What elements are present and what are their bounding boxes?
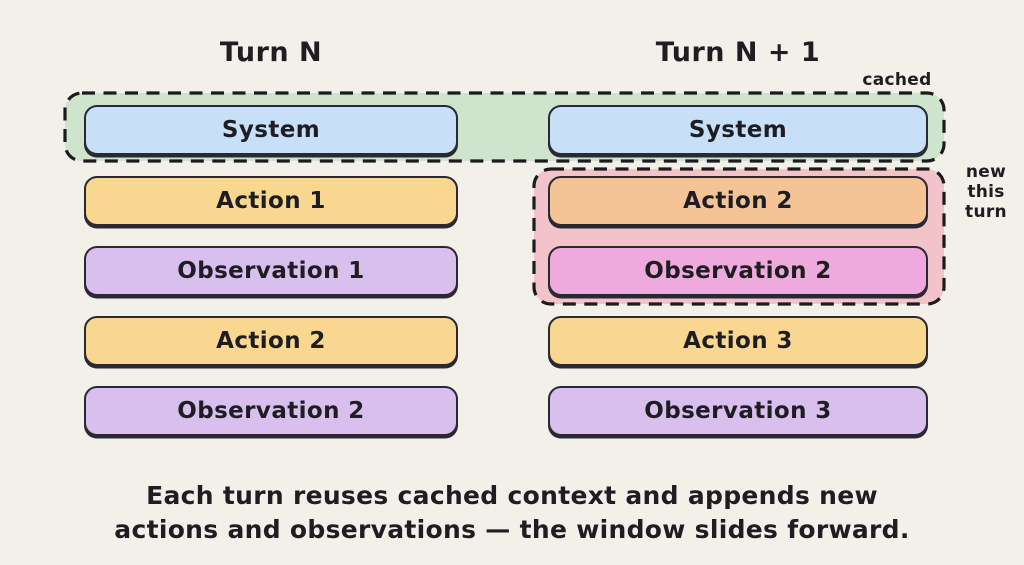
turn-n-observation-1-box: Observation 1 <box>84 246 458 296</box>
turn-n-plus-1-observation-2-box: Observation 2 <box>548 246 928 296</box>
cached-annotation: cached <box>862 70 932 90</box>
turn-n-title: Turn N <box>219 37 323 68</box>
caption-line-2: actions and observations — the window sl… <box>114 515 910 544</box>
caption-line-1: Each turn reuses cached context and appe… <box>146 481 878 510</box>
turn-n-plus-1-action-2-box: Action 2 <box>548 176 928 226</box>
turn-n-plus-1-title: Turn N + 1 <box>655 37 821 68</box>
turn-n-plus-1-observation-3-box: Observation 3 <box>548 386 928 436</box>
caption: Each turn reuses cached context and appe… <box>0 479 1024 547</box>
turn-n-observation-2-box: Observation 2 <box>84 386 458 436</box>
turn-n-plus-1-action-3-box: Action 3 <box>548 316 928 366</box>
turn-n-plus-1-system-box: System <box>548 105 928 155</box>
new-this-turn-annotation: new this turn <box>965 162 1007 222</box>
turn-n-action-1-box: Action 1 <box>84 176 458 226</box>
turn-n-action-2-box: Action 2 <box>84 316 458 366</box>
turn-n-system-box: System <box>84 105 458 155</box>
